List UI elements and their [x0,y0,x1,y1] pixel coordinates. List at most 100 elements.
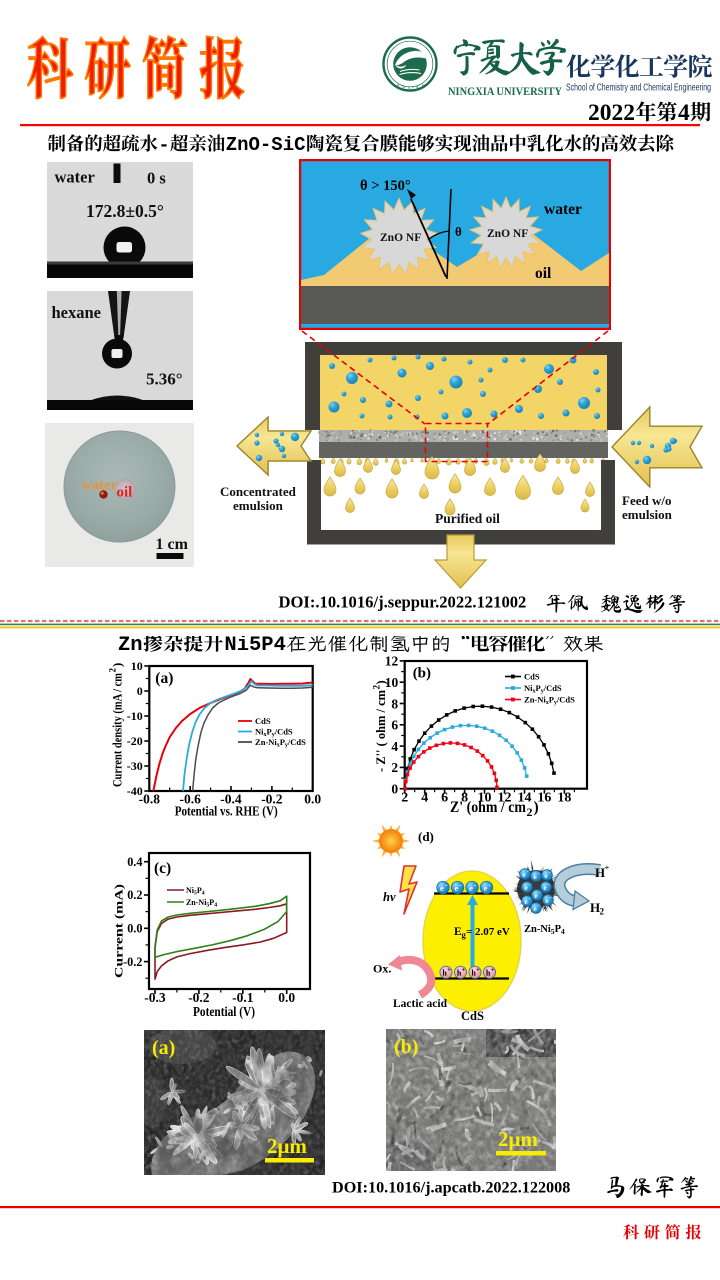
svg-text:8: 8 [461,791,468,806]
svg-text:-: - [538,872,540,878]
svg-text:DOI:.10.1016/j.seppur.2022.121: DOI:.10.1016/j.seppur.2022.121002 [279,595,527,612]
svg-text:CdS: CdS [461,1009,484,1023]
svg-text:y: y [541,689,544,695]
svg-text:10: 10 [478,791,492,806]
svg-text:E: E [454,926,462,938]
svg-text:i: i [543,695,546,705]
svg-text:-: - [549,871,551,877]
svg-text:Potential (V): Potential (V) [193,1005,255,1020]
svg-text:(d): (d) [418,829,434,844]
svg-text:h: h [457,969,462,978]
svg-text:8: 8 [391,696,398,711]
svg-text:1 cm: 1 cm [156,536,189,553]
svg-text:4: 4 [214,903,217,909]
svg-text:x: x [277,743,281,749]
svg-text:N: N [268,737,275,747]
svg-text:P: P [209,898,214,907]
svg-text:NINGXIA UNIVERSITY: NINGXIA UNIVERSITY [448,86,563,98]
svg-text:d: d [283,727,288,737]
svg-text:A: A [416,85,420,90]
svg-text:e: e [534,891,538,900]
svg-text:- Z'' ( ohm / cm: - Z'' ( ohm / cm [374,689,388,772]
svg-text:x: x [533,689,537,695]
svg-text:(a): (a) [155,670,173,687]
svg-text:N: N [388,78,393,83]
svg-text:N: N [524,683,531,693]
svg-text:= 2.07 eV: = 2.07 eV [466,926,510,938]
svg-text:-0.2: -0.2 [188,990,210,1005]
svg-text:Lactic acid: Lactic acid [393,998,448,1010]
svg-text:h: h [471,969,476,978]
svg-text:oil: oil [117,485,133,501]
svg-text:N: N [537,695,544,705]
svg-text:4: 4 [202,891,205,897]
svg-text:e: e [544,871,548,880]
svg-text:-: - [474,882,477,889]
svg-text:2: 2 [372,685,382,690]
svg-text:H: H [595,865,605,880]
svg-text:n: n [191,898,196,907]
svg-text:S: S [557,683,562,693]
svg-text:5: 5 [206,903,209,909]
svg-text:d: d [530,672,535,682]
svg-text:-: - [529,897,531,903]
svg-text:2: 2 [401,791,408,806]
svg-text:+: + [476,968,480,974]
svg-text:School of Chemistry and Chemic: School of Chemistry and Chemical Enginee… [566,83,711,94]
svg-text:Z: Z [524,695,530,705]
svg-text:5.36°: 5.36° [146,370,183,389]
svg-text:emulsion: emulsion [233,498,284,513]
svg-text:y: y [285,743,288,749]
svg-text:N: N [198,898,204,907]
svg-text:-: - [445,882,448,889]
svg-text:i: i [530,683,533,693]
svg-text:0.0: 0.0 [304,792,321,807]
svg-text:d: d [565,695,570,705]
svg-text:2: 2 [600,907,605,917]
svg-text:Current (mA): Current (mA) [112,884,126,978]
svg-text:): ) [374,680,388,684]
svg-text:C: C [524,672,530,682]
svg-text:Current density (mA / cm: Current density (mA / cm [110,673,125,787]
svg-text:h: h [486,969,491,978]
svg-text:12: 12 [498,791,512,806]
svg-text:ZnO NF: ZnO NF [380,232,421,244]
svg-text:0.0: 0.0 [127,922,142,936]
svg-text:0: 0 [391,782,398,797]
svg-text:g: g [462,930,467,940]
svg-text:-0.6: -0.6 [180,792,202,807]
svg-text:n: n [530,695,535,705]
svg-text:i: i [192,886,195,895]
svg-text:2: 2 [108,668,118,673]
svg-text:e: e [524,883,528,892]
svg-text:/: / [274,727,278,737]
svg-text:d: d [552,683,557,693]
svg-text:Concentrated: Concentrated [220,484,297,499]
svg-text:ZnO NF: ZnO NF [487,228,528,240]
svg-text:P: P [280,737,285,747]
svg-text:e: e [524,897,528,906]
svg-text:i: i [274,737,277,747]
svg-text:C: C [546,683,552,693]
svg-text:θ > 150°: θ > 150° [360,178,411,194]
svg-text:hv: hv [383,890,396,904]
svg-text:C: C [559,695,565,705]
svg-text:C: C [277,727,283,737]
svg-text:-0.2: -0.2 [261,792,283,807]
svg-text:Purified oil: Purified oil [435,511,500,526]
svg-text:172.8±0.5°: 172.8±0.5° [86,201,164,221]
svg-text:/: / [287,737,291,747]
svg-text:i: i [261,727,264,737]
svg-text:N: N [255,727,262,737]
svg-text:0.4: 0.4 [127,855,142,869]
svg-text:2μm: 2μm [498,1127,538,1151]
svg-text:-: - [158,135,169,156]
svg-text:4: 4 [421,791,428,806]
svg-text:S: S [570,695,575,705]
svg-text:ZnO-SiC: ZnO-SiC [226,134,306,156]
svg-text:-: - [527,870,529,876]
svg-text:10: 10 [131,659,143,673]
svg-text:Ni5P4: Ni5P4 [224,636,286,657]
svg-text:C: C [255,716,261,726]
svg-text:Feed w/o: Feed w/o [622,493,671,508]
